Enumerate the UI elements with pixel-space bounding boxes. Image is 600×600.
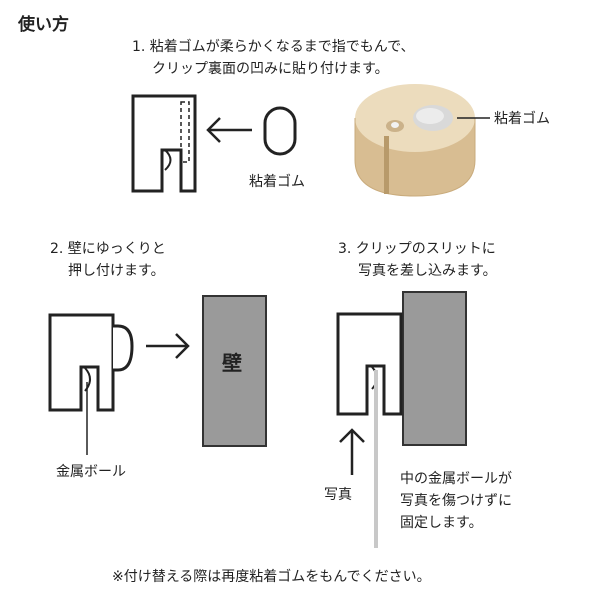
page-title: 使い方 [18, 15, 69, 35]
label-metal-ball: 金属ボール [56, 464, 126, 480]
footer-note: ※付け替える際は再度粘着ゴムをもんでください。 [112, 569, 431, 585]
step2-line2: 押し付けます。 [68, 263, 165, 279]
adhesive-gum-oval [263, 106, 297, 156]
wall-step3 [402, 291, 467, 446]
photo-strip [374, 370, 378, 548]
arrow-up-step3 [339, 428, 365, 475]
label-wall: 壁 [222, 351, 242, 375]
step1-line1: 1. 粘着ゴムが柔らかくなるまで指でもんで、 [132, 39, 415, 55]
clip-side-step2 [48, 313, 134, 412]
step3-line1: 3. クリップのスリットに [338, 241, 496, 257]
wooden-clip-photo [354, 84, 476, 197]
label-photo: 写真 [324, 487, 352, 503]
clip-back-step1 [131, 94, 197, 193]
clip-side-step3 [336, 312, 403, 416]
note-line2: 写真を傷つけずに [400, 493, 512, 509]
step1-line2: クリップ裏面の凹みに貼り付けます。 [152, 61, 389, 77]
label-adhesive-gum-photo: 粘着ゴム [494, 111, 550, 127]
note-line3: 固定します。 [400, 515, 483, 531]
arrow-left-step1 [206, 117, 252, 143]
step2-line1: 2. 壁にゆっくりと [50, 241, 166, 257]
step3-line2: 写真を差し込みます。 [358, 263, 497, 279]
note-line1: 中の金属ボールが [400, 471, 512, 487]
wall-step2 [202, 295, 267, 447]
arrow-right-step2 [146, 333, 190, 359]
label-adhesive-gum-oval: 粘着ゴム [249, 174, 305, 190]
